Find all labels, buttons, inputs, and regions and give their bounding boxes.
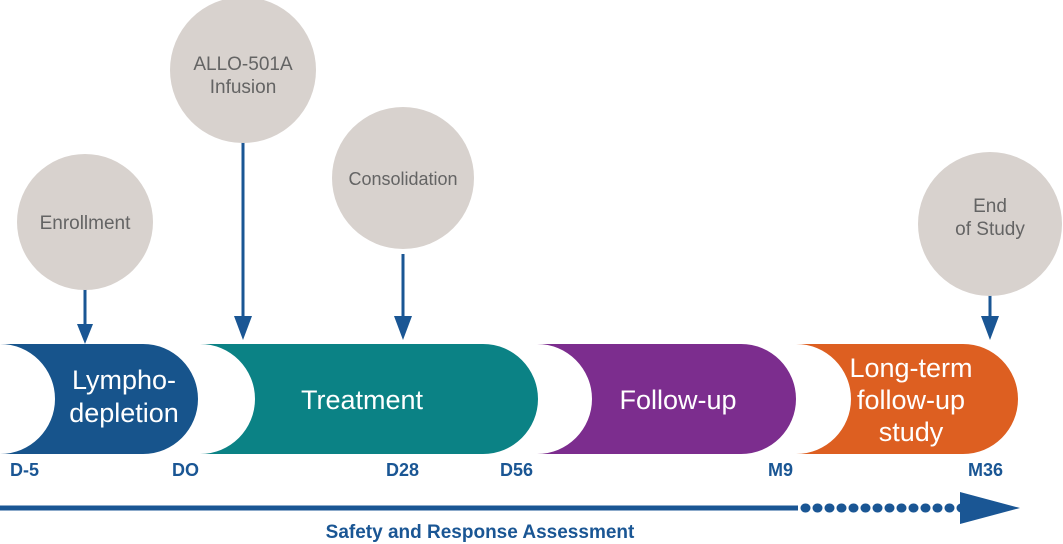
milestone-circle-enrollment[interactable]: [17, 154, 153, 290]
timeline-tick-m9: M9: [768, 460, 793, 480]
timeline-tick-m36: M36: [968, 460, 1003, 480]
phase-bar-followup[interactable]: [537, 344, 796, 454]
phase-label-lymphodepletion-line1: Lympho-: [72, 365, 176, 395]
phase-label-treatment: Treatment: [301, 385, 424, 415]
phase-bar-labels: Lympho- depletion Treatment Follow-up Lo…: [69, 353, 972, 447]
connector-arrow-end-of-study: [981, 289, 999, 340]
milestone-label-end-of-study-line2: of Study: [955, 219, 1025, 240]
milestone-enrollment[interactable]: Enrollment: [17, 154, 153, 290]
connector-arrow-consolidation: [394, 254, 412, 340]
timeline-tick-d-5: D-5: [10, 460, 39, 480]
milestone-circle-consolidation[interactable]: [332, 107, 474, 249]
connector-arrow-enrollment: [77, 288, 93, 344]
phase-bar-treatment[interactable]: [200, 344, 538, 454]
timeline-tick-labels: D-5 DO D28 D56 M9 M36: [10, 460, 1003, 480]
phase-bars: [0, 344, 1018, 454]
phase-bar-longterm[interactable]: [796, 344, 1018, 454]
milestone-label-infusion-line1: ALLO-501A: [193, 54, 293, 75]
milestone-label-end-of-study-line1: End: [973, 196, 1007, 217]
milestone-circle-infusion[interactable]: [170, 0, 316, 143]
milestone-label-consolidation: Consolidation: [348, 169, 457, 189]
milestone-consolidation[interactable]: Consolidation: [332, 107, 474, 249]
phase-label-longterm-line1: Long-term: [849, 353, 972, 383]
phase-label-longterm-line2: follow-up: [857, 385, 965, 415]
timeline-tick-d28: D28: [386, 460, 419, 480]
timeline-tick-d0: DO: [172, 460, 199, 480]
milestone-connectors: [77, 128, 999, 344]
milestone-circle-end-of-study[interactable]: [918, 152, 1062, 296]
connector-arrow-infusion: [234, 128, 252, 340]
timeline-tick-d56: D56: [500, 460, 533, 480]
phase-label-longterm-line3: study: [879, 417, 944, 447]
milestone-end-of-study[interactable]: End of Study: [918, 152, 1062, 296]
milestone-circles: Enrollment ALLO-501A Infusion Consolidat…: [17, 0, 1062, 296]
phase-bar-lymphodepletion[interactable]: [0, 344, 198, 454]
milestone-label-enrollment: Enrollment: [40, 213, 132, 234]
milestone-infusion[interactable]: ALLO-501A Infusion: [170, 0, 316, 143]
phase-label-lymphodepletion-line2: depletion: [69, 398, 179, 428]
timeline-axis-arrowhead: [960, 492, 1020, 524]
milestone-label-infusion-line2: Infusion: [210, 77, 277, 98]
timeline-axis-caption: Safety and Response Assessment: [326, 522, 635, 543]
phase-label-followup: Follow-up: [619, 385, 736, 415]
timeline-axis: [0, 492, 1020, 524]
